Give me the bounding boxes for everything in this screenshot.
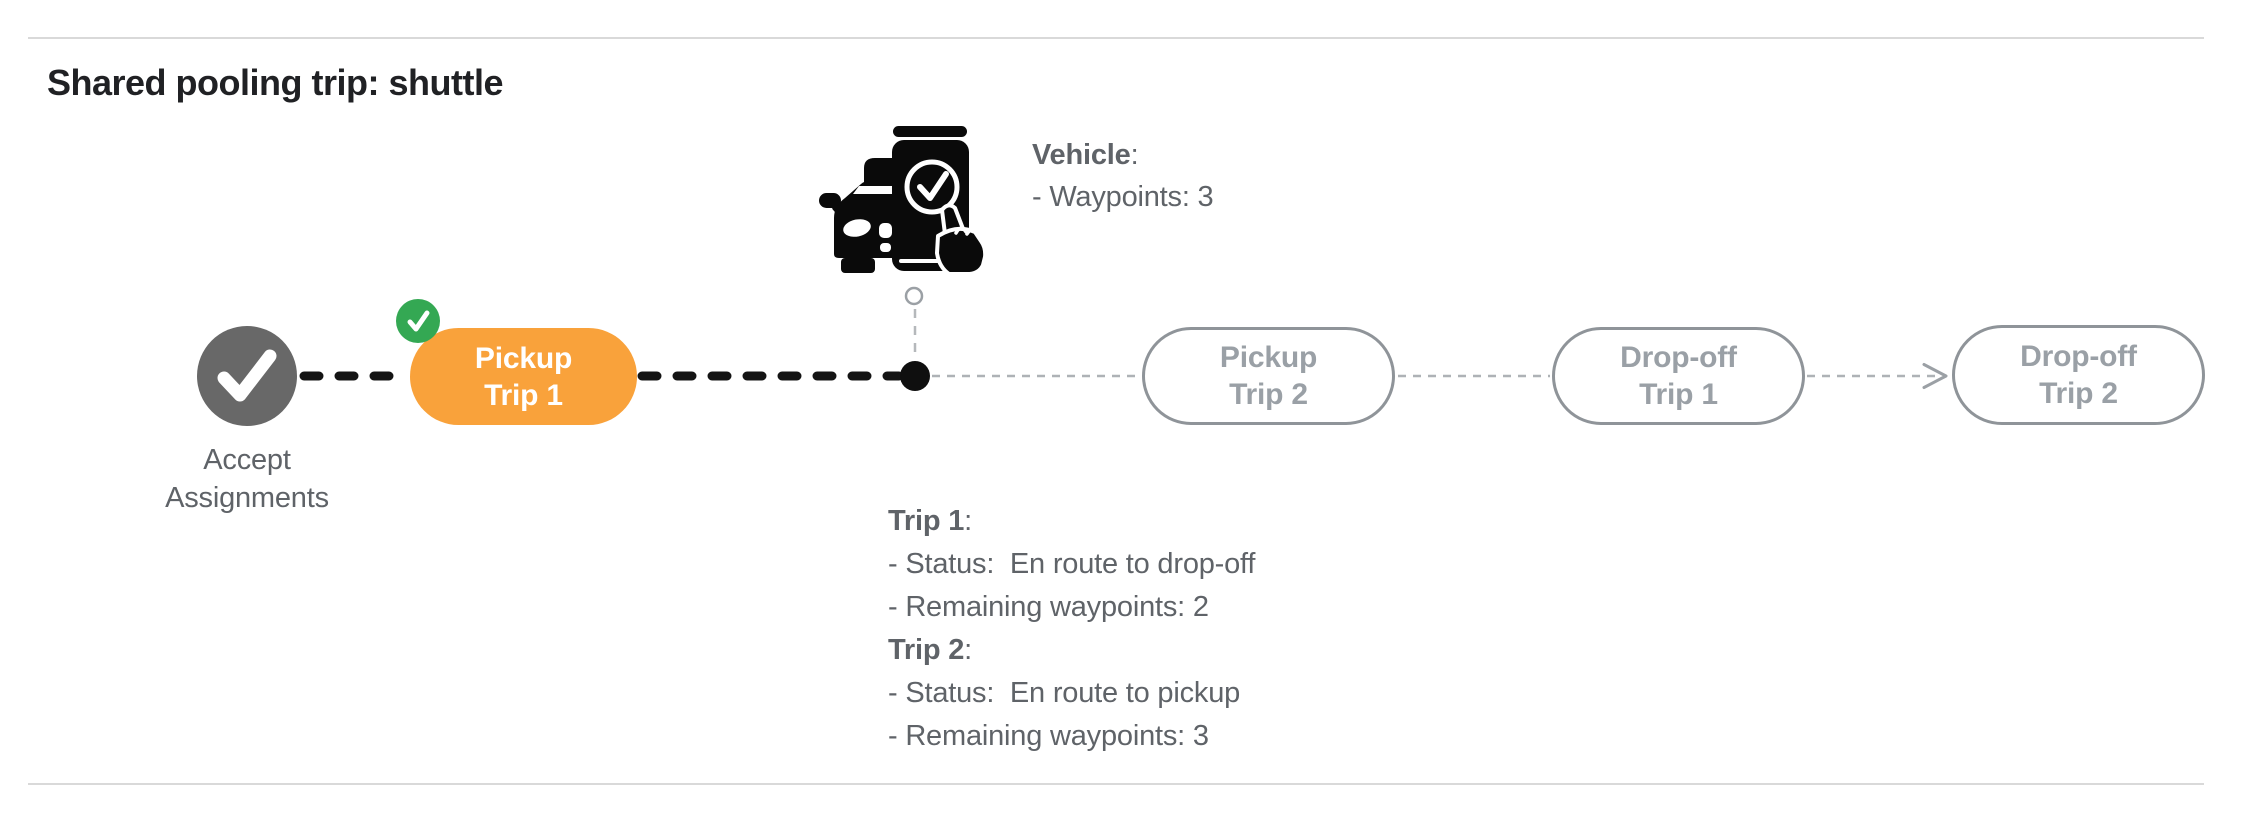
current-position-dot-icon [900,361,930,391]
arrow-right-icon [1922,363,1948,389]
pickup-trip2-label-line1: Pickup [1219,341,1318,374]
accept-assignments-label: Accept Assignments [67,441,427,517]
dropoff-trip2-label-line1: Drop-off [2020,340,2137,373]
pickup-trip2-node: Pickup Trip 2 [1142,327,1395,425]
dropoff-trip2-label-line2: Trip 2 [2039,377,2118,410]
pickup-trip1-label-line2: Trip 1 [484,378,563,412]
trip1-waypoints-line: - Remaining waypoints: 2 [888,591,1209,623]
trip2-waypoints-line: - Remaining waypoints: 3 [888,720,1209,752]
pickup-trip2-label-line2: Trip 2 [1229,378,1308,411]
top-divider [28,37,2204,39]
dropoff-trip1-label-line2: Trip 1 [1639,378,1718,411]
trip1-status-line: - Status: En route to drop-off [888,548,1256,580]
accept-assignments-label-line2: Assignments [165,482,329,514]
pickup-trip1-label-line1: Pickup [474,341,573,375]
check-circle-badge-icon [396,299,440,343]
dropoff-trip1-node: Drop-off Trip 1 [1552,327,1805,425]
trip1-heading: Trip 1: [888,505,973,537]
vehicle-info-heading: Vehicle: [1032,139,1139,171]
vehicle-car-phone-check-icon [817,123,988,277]
page-title: Shared pooling trip: shuttle [47,62,504,103]
pickup-trip1-node: Pickup Trip 1 [410,328,637,425]
trip-status-info: Trip 1: - Status: En route to drop-off -… [888,500,1255,758]
dropoff-trip1-label-line1: Drop-off [1620,341,1737,374]
dropoff-trip2-node: Drop-off Trip 2 [1952,325,2205,425]
vehicle-waypoints-line: - Waypoints: 3 [1032,181,1214,213]
bottom-divider [28,783,2204,785]
vehicle-marker-circle-icon [904,286,924,306]
check-icon [217,349,277,402]
trip2-heading: Trip 2: [888,634,973,666]
accept-assignments-node [197,326,297,426]
trip2-status-line: - Status: En route to pickup [888,677,1241,709]
accept-assignments-label-line1: Accept [203,444,291,476]
vehicle-info: Vehicle: - Waypoints: 3 [1032,134,1214,218]
